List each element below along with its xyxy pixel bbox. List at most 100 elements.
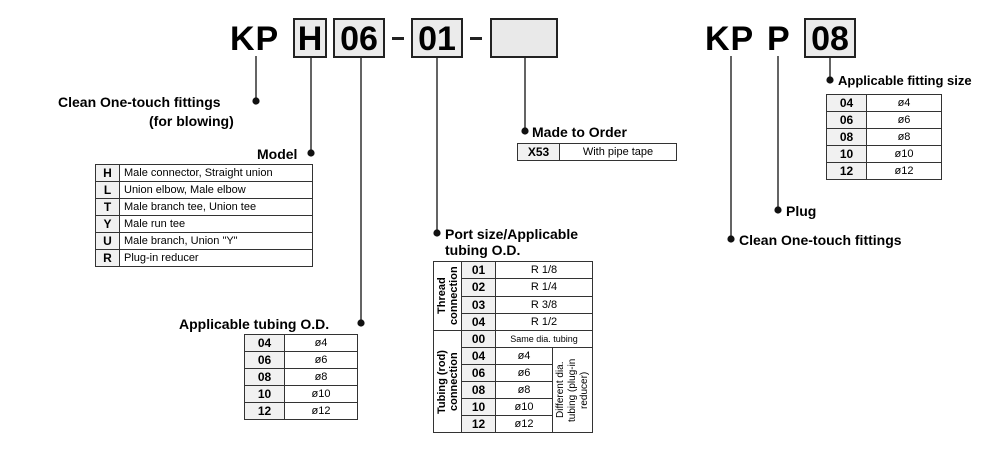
port-diff-desc: ø6 [495, 364, 553, 382]
tubing-connection-group: Tubing (rod) connection [433, 330, 462, 433]
fitting-size-code: 08 [826, 128, 867, 146]
plug-code: P [767, 20, 791, 58]
model-desc: Male branch tee, Union tee [119, 198, 313, 216]
model-code: Y [95, 215, 120, 233]
different-dia-group: Different dia. tubing (plug-in reducer) [552, 347, 593, 433]
fitting-size-desc: ø6 [866, 111, 942, 129]
model-desc: Male branch, Union "Y" [119, 232, 313, 250]
tubing-desc: ø8 [284, 368, 358, 386]
model-desc: Plug-in reducer [119, 249, 313, 267]
port-same-code: 00 [461, 330, 496, 348]
port-diff-code: 08 [461, 381, 496, 399]
label-applicable-fitting-size: Applicable fitting size [838, 73, 972, 88]
fitting-size-code: 04 [826, 94, 867, 112]
port-diff-desc: ø10 [495, 398, 553, 416]
port-thread-desc: R 1/2 [495, 312, 593, 332]
label-plug: Plug [786, 203, 817, 219]
fitting-size-code-box: 08 [804, 18, 856, 58]
model-code-box: H [293, 18, 327, 58]
model-code: U [95, 232, 120, 250]
fitting-size-code: 12 [826, 162, 867, 180]
model-code: L [95, 181, 120, 199]
label-model: Model [257, 146, 298, 162]
tubing-code: 04 [244, 334, 285, 352]
mto-code: X53 [517, 143, 560, 161]
port-thread-desc: R 1/4 [495, 278, 593, 297]
fitting-size-desc: ø12 [866, 162, 942, 180]
label-clean-fittings: Clean One-touch fittings [739, 232, 902, 248]
label-applicable-tubing: Applicable tubing O.D. [179, 316, 330, 332]
port-diff-code: 10 [461, 398, 496, 416]
port-code-box: 01 [411, 18, 463, 58]
label-for-blowing: (for blowing) [149, 113, 234, 129]
tubing-code: 10 [244, 385, 285, 403]
label-port-size-2: tubing O.D. [445, 242, 521, 258]
model-code: T [95, 198, 120, 216]
tubing-code: 08 [244, 368, 285, 386]
tubing-code: 12 [244, 402, 285, 420]
model-code: H [95, 164, 120, 182]
model-desc: Male run tee [119, 215, 313, 233]
label-clean-fittings-blowing: Clean One-touch fittings [58, 94, 221, 110]
fitting-size-code: 06 [826, 111, 867, 129]
port-thread-code: 03 [461, 295, 496, 314]
code-prefix-left: KP [230, 20, 280, 58]
size-code-box: 06 [333, 18, 385, 58]
thread-connection-label: Thread connection [435, 266, 460, 326]
port-diff-code: 06 [461, 364, 496, 382]
thread-connection-group: Thread connection [433, 261, 462, 331]
mto-desc: With pipe tape [559, 143, 677, 161]
port-diff-desc: ø12 [495, 415, 553, 433]
port-diff-desc: ø4 [495, 347, 553, 365]
port-same-desc: Same dia. tubing [495, 330, 593, 348]
tubing-desc: ø10 [284, 385, 358, 403]
dash-2 [470, 37, 482, 40]
port-diff-code: 12 [461, 415, 496, 433]
port-thread-desc: R 3/8 [495, 295, 593, 314]
port-thread-code: 02 [461, 278, 496, 297]
port-diff-code: 04 [461, 347, 496, 365]
label-made-to-order: Made to Order [532, 124, 627, 140]
code-prefix-right: KP [705, 20, 755, 58]
port-thread-desc: R 1/8 [495, 260, 593, 280]
port-thread-code: 04 [461, 312, 496, 332]
tubing-desc: ø12 [284, 402, 358, 420]
tubing-desc: ø6 [284, 351, 358, 369]
tubing-code: 06 [244, 351, 285, 369]
model-desc: Union elbow, Male elbow [119, 181, 313, 199]
tubing-connection-label: Tubing (rod) connection [435, 349, 460, 414]
different-dia-label: Different dia. tubing (plug-in reducer) [554, 358, 590, 422]
fitting-size-desc: ø4 [866, 94, 942, 112]
label-port-size: Port size/Applicable [445, 226, 579, 242]
dash-1 [392, 37, 404, 40]
model-code: R [95, 249, 120, 267]
